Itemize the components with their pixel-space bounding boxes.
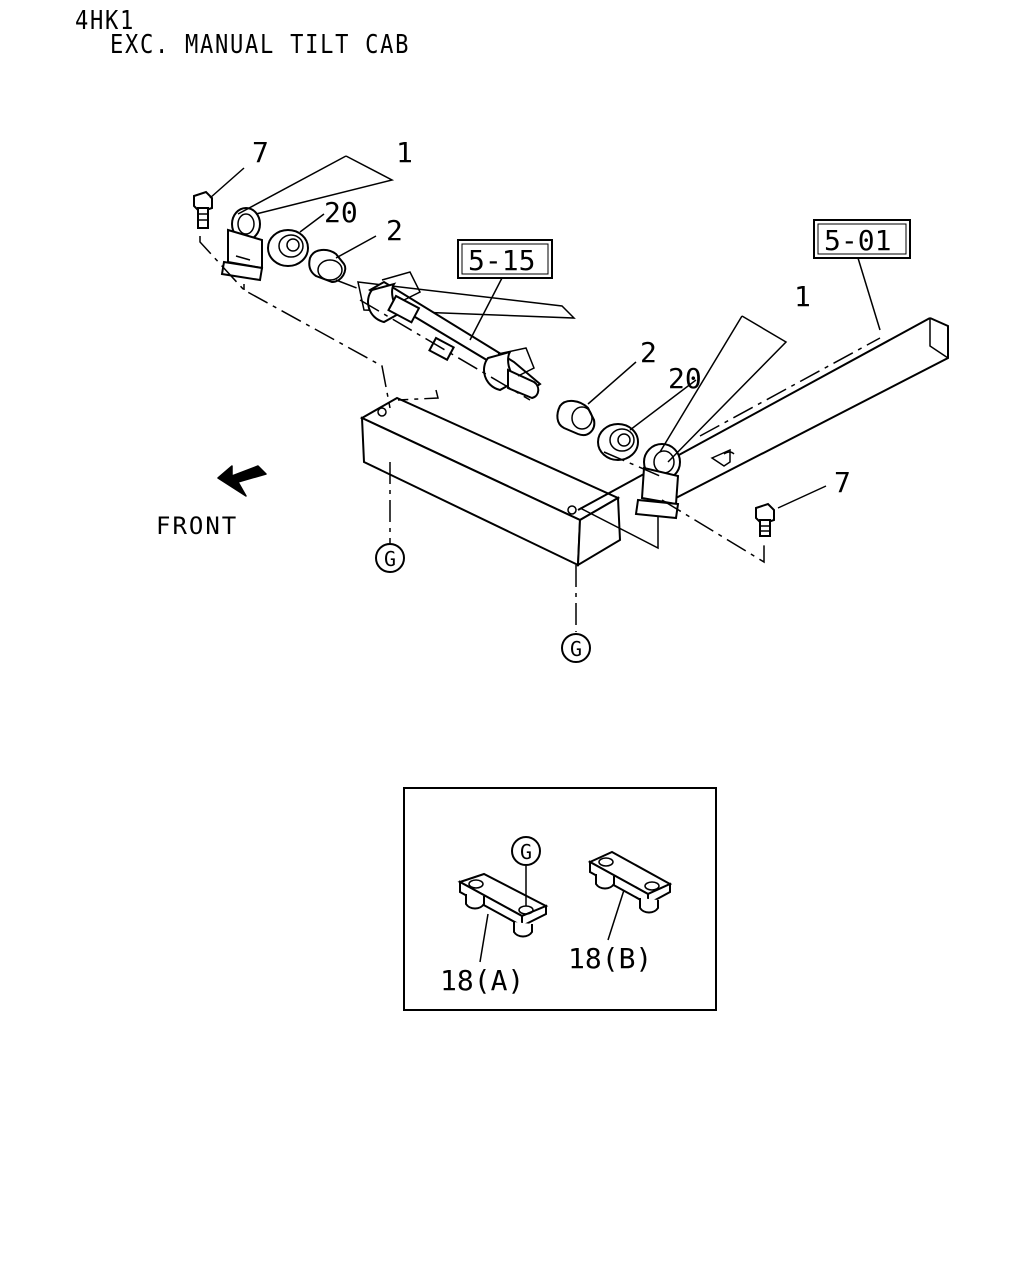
ground-marker-b: G: [561, 633, 591, 663]
callout-bushing-outer-right: 20: [668, 362, 702, 395]
ground-marker-inset: G: [511, 836, 541, 866]
front-label: FRONT: [156, 512, 238, 540]
side-rail: [577, 317, 949, 511]
callout-bushing-outer-left: 20: [324, 196, 358, 229]
torsion-bar: [357, 271, 576, 401]
variant-note: EXC. MANUAL TILT CAB: [110, 30, 411, 60]
label-18b: 18(B): [568, 942, 652, 975]
callout-bracket-left: 1: [396, 136, 413, 169]
callout-bracket-right: 1: [794, 280, 811, 313]
plate-18b: [587, 850, 673, 914]
inset-panel: G 18(A) 18(B): [403, 787, 717, 1011]
ref-box-5-15: 5-15: [457, 239, 553, 279]
bolt-right: [755, 502, 775, 537]
plate-18a: [457, 866, 549, 938]
cross-member: [359, 396, 659, 567]
callout-labels: 7 1 20 2 1 2 20 7: [252, 136, 851, 499]
bushing-outer-right: [597, 423, 639, 461]
ground-marker-b-label: G: [570, 637, 582, 661]
ground-marker-a-label: G: [384, 547, 396, 571]
bushing-outer-left: [267, 229, 309, 267]
callout-bushing-inner-right: 2: [640, 336, 657, 369]
bracket-left: [220, 207, 264, 282]
ref-5-01: 5-01: [824, 224, 891, 257]
front-arrow: FRONT: [156, 465, 267, 540]
bushing-inner-right: [556, 400, 596, 436]
bracket-right: [634, 443, 681, 520]
bolt-left: [193, 190, 213, 229]
assembly-lines: [199, 236, 881, 632]
leader-lines: [209, 155, 881, 509]
ref-5-15: 5-15: [468, 244, 535, 277]
bushing-inner-left: [308, 248, 347, 284]
callout-bolt-left: 7: [252, 136, 269, 169]
callout-bolt-right: 7: [834, 466, 851, 499]
ground-marker-a: G: [375, 543, 405, 573]
model-code: 4HK1: [75, 6, 136, 36]
ref-box-5-01: 5-01: [813, 219, 911, 259]
label-18a: 18(A): [440, 964, 524, 997]
callout-bushing-inner-left: 2: [386, 214, 403, 247]
ground-marker-inset-label: G: [520, 840, 532, 864]
